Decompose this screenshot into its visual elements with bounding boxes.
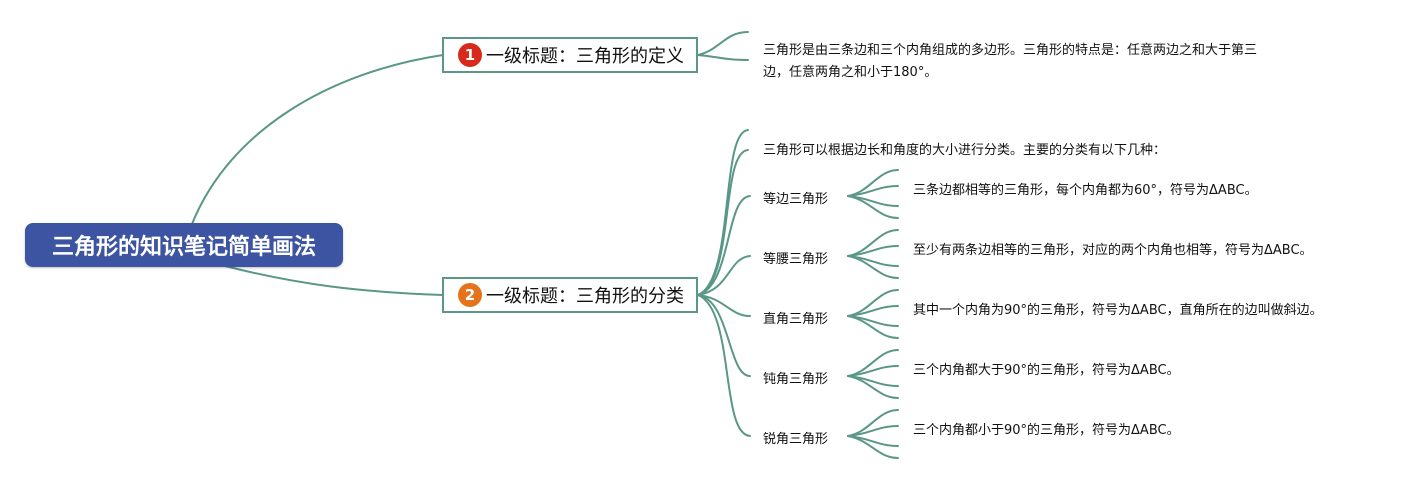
child-label-obtuse[interactable]: 钝角三角形: [763, 372, 829, 387]
number-badge-1: 1: [458, 43, 482, 67]
child-desc-obtuse: 三个内角都大于90°的三角形，符号为ΔABC。: [913, 363, 1180, 378]
topic-classification[interactable]: 2 一级标题：三角形的分类: [442, 277, 698, 313]
topic-definition-title: 一级标题：三角形的定义: [486, 46, 684, 67]
connector-root-topic2: [224, 265, 444, 296]
child-label-isosceles[interactable]: 等腰三角形: [763, 252, 829, 267]
connector-topic2-child: [697, 195, 751, 296]
connector-topic2-child: [697, 294, 751, 377]
child-desc-equilateral: 三条边都相等的三角形，每个内角都为60°，符号为ΔABC。: [913, 183, 1258, 198]
child-label-equilateral[interactable]: 等边三角形: [763, 192, 829, 207]
number-badge-2: 2: [458, 283, 482, 307]
child-label-acute[interactable]: 锐角三角形: [763, 432, 829, 447]
connector-topic2-child: [697, 294, 751, 437]
topic-classification-title: 一级标题：三角形的分类: [486, 286, 684, 307]
child-desc-acute: 三个内角都小于90°的三角形，符号为ΔABC。: [913, 423, 1180, 438]
child-desc-right: 其中一个内角为90°的三角形，符号为ΔABC，直角所在的边叫做斜边。: [913, 303, 1323, 318]
connector-topic1-note: [697, 54, 749, 61]
classification-note: 三角形可以根据边长和角度的大小进行分类。主要的分类有以下几种：: [763, 143, 1167, 158]
connector-topic1-note: [697, 31, 749, 56]
root-title: 三角形的知识笔记简单画法: [51, 235, 316, 260]
child-desc-isosceles: 至少有两条边相等的三角形，对应的两个内角也相等，符号为ΔABC。: [913, 243, 1313, 258]
root-node[interactable]: 三角形的知识笔记简单画法: [25, 223, 343, 267]
connector-root-topic1: [191, 54, 444, 225]
child-label-right[interactable]: 直角三角形: [763, 312, 829, 327]
connector-topic2-child: [697, 255, 751, 296]
connector-topic2-child: [697, 294, 751, 317]
definition-note: 三角形是由三条边和三个内角组成的多边形。三角形的特点是：任意两边之和大于第三边，…: [763, 43, 1258, 80]
connector-topic2-child: [697, 149, 749, 296]
topic-definition[interactable]: 1 一级标题：三角形的定义: [442, 37, 698, 73]
